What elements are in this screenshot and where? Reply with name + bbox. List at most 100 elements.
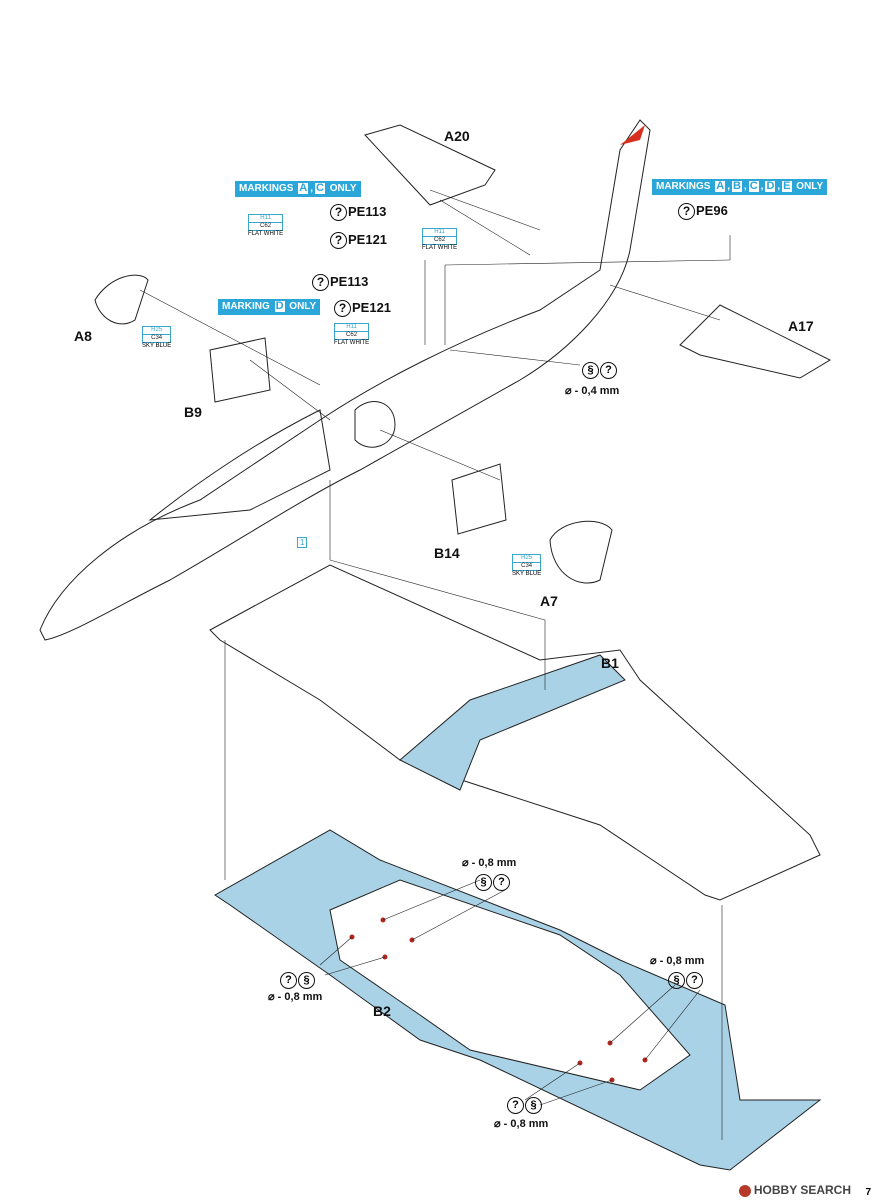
drill-size-08-left: ⌀ - 0,8 mm — [268, 991, 323, 1003]
b1-flap — [399, 654, 626, 791]
intake — [354, 401, 396, 448]
paint-h25: H25 — [142, 326, 172, 335]
unknown-part-icon: ? — [600, 362, 617, 379]
markings-all-sep-1: , — [727, 181, 730, 192]
step-marker: 1 — [297, 537, 308, 548]
pe96-label: PE96 — [696, 203, 728, 218]
pe113-top-callout: ?PE113 — [330, 204, 387, 222]
drill-icon: § — [582, 362, 599, 379]
paint-h25: H25 — [512, 554, 542, 563]
drill-symbols-04: §? — [582, 360, 618, 379]
drill-icon: § — [298, 972, 315, 989]
paint-h11: H11 — [334, 323, 370, 332]
drill-icon: § — [525, 1097, 542, 1114]
paint-c62: C62 — [334, 332, 370, 340]
tail-tip-highlight — [620, 125, 645, 145]
paint-flat-white: FLAT WHITE — [334, 340, 370, 346]
markings-all-sep-2: , — [743, 181, 747, 192]
part-label-b14: B14 — [434, 545, 460, 561]
marking-d-prefix: MARKING — [222, 301, 270, 312]
part-label-b2: B2 — [373, 1003, 391, 1019]
markings-all-letter-a: A — [714, 180, 727, 193]
markings-all-letter-d: D — [764, 180, 777, 193]
markings-all-suffix: ONLY — [796, 181, 824, 192]
marking-d-banner: MARKING D ONLY — [218, 299, 321, 315]
a17-stabilizer — [679, 304, 832, 379]
part-label-a17: A17 — [788, 318, 814, 334]
drill-size-08-bottom: ⌀ - 0,8 mm — [494, 1118, 549, 1130]
paint-code-h11-top: H11 C62 FLAT WHITE — [248, 214, 284, 238]
pe113-mid-callout: ?PE113 — [312, 274, 368, 292]
paint-c34: C34 — [512, 563, 542, 571]
markings-ac-letter-c: C — [313, 182, 326, 195]
paint-c62: C62 — [422, 237, 458, 245]
part-label-b9: B9 — [184, 404, 202, 420]
unknown-part-icon: ? — [334, 300, 351, 318]
marking-d-suffix: ONLY — [289, 301, 317, 312]
paint-c34: C34 — [142, 335, 172, 343]
markings-all-sep-4: , — [777, 181, 781, 192]
b2-inner-panel — [329, 879, 691, 1091]
paint-code-h25-left: H25 C34 SKY BLUE — [142, 326, 172, 350]
drill-symbols-08-left: ?§ — [280, 970, 316, 989]
unknown-part-icon: ? — [280, 972, 297, 989]
part-label-a7: A7 — [540, 593, 558, 609]
a7-part — [549, 520, 613, 584]
unknown-part-icon: ? — [312, 274, 329, 292]
paint-code-h11-mid: H11 C62 FLAT WHITE — [334, 323, 370, 347]
markings-ac-letter-a: A — [297, 182, 310, 195]
b9-part — [209, 337, 271, 403]
pe121-top-label: PE121 — [348, 232, 388, 247]
drill-symbols-08-right: §? — [668, 970, 704, 989]
unknown-part-icon: ? — [678, 203, 695, 221]
drill-icon: § — [475, 874, 492, 891]
drill-icon: § — [668, 972, 685, 989]
part-label-b1: B1 — [601, 655, 619, 671]
paint-sky-blue: SKY BLUE — [512, 571, 542, 577]
pe113-top-label: PE113 — [348, 204, 387, 219]
paint-sky-blue: SKY BLUE — [142, 343, 172, 349]
part-label-a8: A8 — [74, 328, 92, 344]
page-number: 7 — [865, 1187, 871, 1198]
markings-ac-banner: MARKINGS A,C ONLY — [235, 181, 361, 197]
paint-h11: H11 — [248, 214, 284, 223]
paint-c62: C62 — [248, 223, 284, 231]
markings-all-letter-e: E — [781, 180, 793, 193]
markings-all-banner: MARKINGS A,B,C,D,E ONLY — [652, 179, 828, 195]
markings-ac-suffix: ONLY — [329, 183, 357, 194]
unknown-part-icon: ? — [330, 232, 347, 250]
pe121-mid-label: PE121 — [352, 300, 392, 315]
marking-d-letter: D — [273, 300, 286, 313]
markings-all-sep-3: , — [760, 181, 764, 192]
unknown-part-icon: ? — [493, 874, 510, 891]
paint-h11: H11 — [422, 228, 458, 237]
footer-brand: HOBBY SEARCH — [753, 1183, 851, 1197]
drill-symbols-08-bottom: ?§ — [507, 1095, 543, 1114]
part-label-a20: A20 — [444, 128, 470, 144]
drill-size-04: ⌀ - 0,4 mm — [565, 385, 620, 397]
pe121-mid-callout: ?PE121 — [334, 300, 392, 318]
a8-canopy-part — [94, 274, 149, 325]
paint-flat-white: FLAT WHITE — [248, 231, 284, 237]
drill-size-08-right: ⌀ - 0,8 mm — [650, 955, 705, 967]
footer-watermark: HOBBY SEARCH — [738, 1183, 851, 1197]
drill-size-08-top: ⌀ - 0,8 mm — [462, 857, 517, 869]
pe96-callout: ?PE96 — [678, 203, 728, 221]
markings-ac-prefix: MARKINGS — [239, 183, 294, 194]
brand-logo-icon — [738, 1184, 751, 1197]
paint-code-h25-right: H25 C34 SKY BLUE — [512, 554, 542, 578]
markings-all-letter-b: B — [730, 180, 743, 193]
drill-symbols-08-top: §? — [475, 872, 511, 891]
canopy-frame — [148, 409, 331, 521]
unknown-part-icon: ? — [507, 1097, 524, 1114]
markings-ac-sep: , — [310, 183, 313, 194]
markings-all-letter-c: C — [747, 180, 760, 193]
unknown-part-icon: ? — [686, 972, 703, 989]
markings-all-prefix: MARKINGS — [656, 181, 711, 192]
unknown-part-icon: ? — [330, 204, 347, 222]
paint-code-h11-right: H11 C62 FLAT WHITE — [422, 228, 458, 252]
paint-flat-white: FLAT WHITE — [422, 245, 458, 251]
a20-stabilizer — [364, 124, 496, 206]
